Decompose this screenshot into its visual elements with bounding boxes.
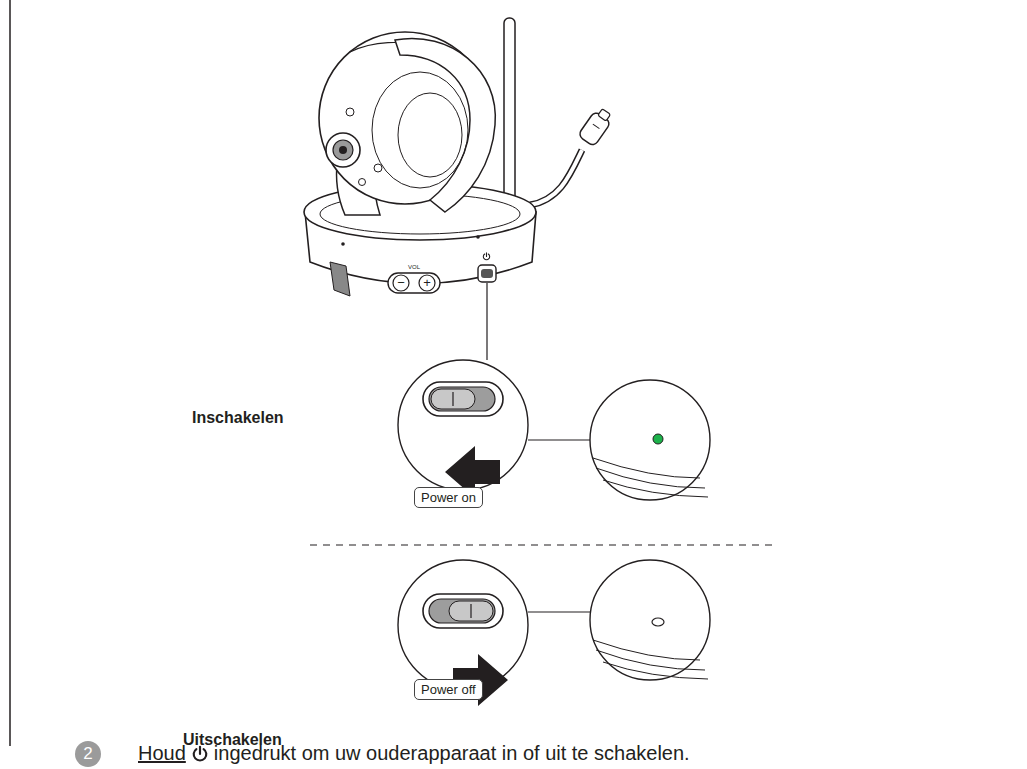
state-label: Uitschakelen [183, 731, 282, 749]
antenna [504, 18, 515, 218]
button-label: VOL [408, 264, 420, 270]
button-sign: − [394, 276, 408, 289]
callout-number: 2 [75, 741, 101, 767]
cable [530, 150, 582, 205]
instruction-text: Houd [138, 742, 186, 765]
zoom-led-off [590, 560, 710, 680]
state-label: Inschakelen [192, 409, 284, 427]
button-sign: + [420, 276, 434, 289]
leader-line [486, 283, 487, 360]
instruction-text: ingedrukt om uw ouderapparaat in of uit … [214, 742, 690, 765]
node-text: 2 [83, 744, 92, 764]
zoom-switch-on [398, 360, 528, 498]
power-on-tag: Power on [414, 487, 483, 508]
camera-head [319, 32, 495, 215]
node-text: Power off [421, 682, 476, 697]
zoom-led-on [590, 380, 710, 500]
plug [578, 106, 615, 147]
node-text: Power on [421, 490, 476, 505]
divider [310, 544, 775, 545]
power-off-tag: Power off [414, 679, 483, 700]
zoom-switch-off [398, 560, 528, 706]
frame-line [9, 0, 11, 746]
